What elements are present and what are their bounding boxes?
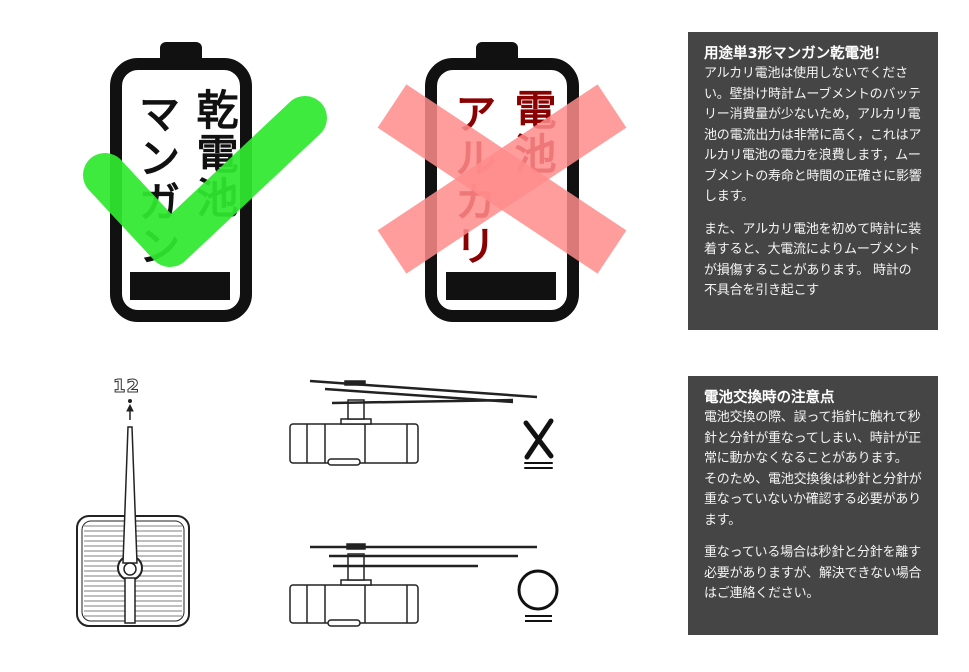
battery-label-battery: 電池	[508, 88, 557, 176]
battery-label-dry: 乾電池	[190, 88, 239, 220]
clock-movement-icon	[76, 399, 190, 627]
panel-paragraph: アルカリ電池は使用しないでください。壁掛け時計ムーブメントのバッテリー消費量が少…	[704, 66, 922, 204]
panel-paragraph: 重なっている場合は秒針と分針を離す必要がありますが、解決できない場合はご連絡くだ…	[704, 545, 922, 601]
alkaline-warning-panel: 用途単3形マンガン乾電池！ アルカリ電池は使用しないでください。壁掛け時計ムーブ…	[688, 32, 938, 330]
battery-label-manganese: マンガン	[132, 92, 181, 268]
hands-separated-diagram	[289, 543, 537, 627]
battery-label-alkaline: アルカリ	[448, 92, 497, 268]
hands-overlapping-diagram	[289, 379, 538, 466]
panel-title: 用途単3形マンガン乾電池！	[704, 46, 889, 62]
panel-paragraph: また、アルカリ電池を初めて時計に装着すると、大電流によりムーブメントが損傷するこ…	[704, 221, 922, 299]
twelve-oclock-label: 12	[112, 376, 141, 398]
panel-paragraph: 電池交換の際、誤って指針に触れて秒針と分針が重なってしまい、時計が正常に動かなく…	[704, 410, 922, 528]
panel-title: 電池交換時の注意点	[704, 390, 835, 406]
cross-icon	[523, 418, 554, 469]
replacement-notes-panel: 電池交換時の注意点 電池交換の際、誤って指針に触れて秒針と分針が重なってしまい、…	[688, 376, 938, 635]
circle-icon	[517, 569, 559, 622]
